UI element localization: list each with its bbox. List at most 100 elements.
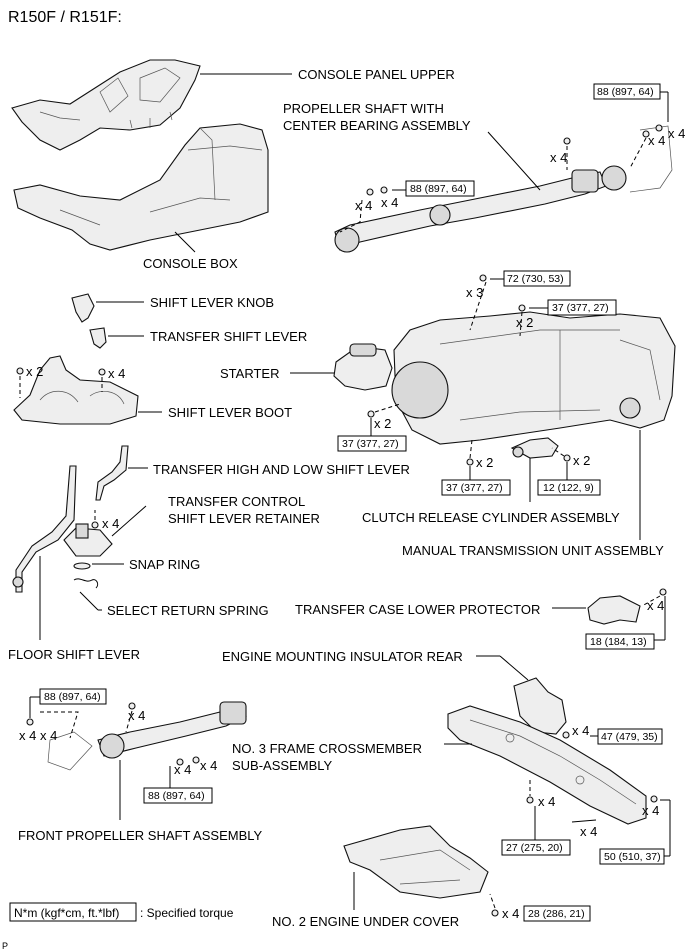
qty-propeller-front-washer: x 4	[381, 195, 398, 210]
torque-insulator: 47 (479, 35)	[601, 731, 658, 743]
legend-units: N*m (kgf*cm, ft.*lbf)	[14, 906, 119, 920]
torque-transmission-top: 72 (730, 53)	[507, 273, 564, 285]
torque-box-front-propeller-right	[143, 787, 213, 804]
nut-icon	[26, 718, 34, 726]
torque-box-transmission-top	[503, 270, 571, 287]
qty-propeller-rear-nut: x 4	[668, 126, 685, 141]
leader-console-box	[174, 231, 196, 253]
torque-crossmember-nut: 50 (510, 37)	[604, 851, 661, 863]
torque-protector: 18 (184, 13)	[590, 636, 647, 648]
label-console-panel-upper: CONSOLE PANEL UPPER	[298, 67, 455, 82]
engine-mounting-insulator-drawing	[513, 677, 567, 735]
qty-front-propeller-nut: x 4	[19, 728, 36, 743]
qty-transmission-top-bolt: x 3	[466, 285, 483, 300]
label-transfer-high-low: TRANSFER HIGH AND LOW SHIFT LEVER	[153, 462, 410, 477]
bolt-icon	[562, 731, 570, 739]
label-frame-crossmember-2: SUB-ASSEMBLY	[232, 758, 333, 773]
qty-boot-right: x 4	[108, 366, 125, 381]
label-shift-lever-knob: SHIFT LEVER KNOB	[150, 295, 274, 310]
washer-icon	[192, 756, 200, 764]
front-propeller-shaft-drawing	[47, 701, 247, 771]
bolt-icon	[479, 274, 487, 282]
qty-clutch-bolt: x 2	[573, 453, 590, 468]
bolt-icon	[98, 368, 106, 376]
bolt-icon	[128, 702, 136, 710]
bolt-icon	[491, 909, 499, 917]
transfer-shift-lever-knob-drawing	[89, 327, 107, 349]
label-floor-shift-lever: FLOOR SHIFT LEVER	[8, 647, 140, 662]
bolt-icon	[367, 410, 375, 418]
qty-retainer-bolt: x 4	[102, 516, 119, 531]
qty-front-propeller-bolt: x 4	[128, 708, 145, 723]
qty-propeller-center-bolt: x 4	[550, 150, 567, 165]
frame-crossmember-drawing	[447, 705, 647, 825]
qty-boot-left: x 2	[26, 364, 43, 379]
torque-box-clutch	[537, 479, 601, 496]
label-engine-under-cover: NO. 2 ENGINE UNDER COVER	[272, 914, 459, 929]
shift-lever-boot-drawing	[13, 355, 139, 425]
torque-crossmember: 27 (275, 20)	[506, 842, 563, 854]
torque-box-starter	[337, 435, 407, 452]
legend-box	[9, 902, 137, 922]
label-shift-lever-boot: SHIFT LEVER BOOT	[168, 405, 292, 420]
torque-transmission-low: 37 (377, 27)	[446, 482, 503, 494]
bolt-icon	[659, 588, 667, 596]
label-starter: STARTER	[220, 366, 279, 381]
leader-propeller-shaft	[487, 131, 541, 191]
qty-crossmember-long-bolt: x 4	[580, 824, 597, 839]
label-transfer-control-2: SHIFT LEVER RETAINER	[168, 511, 320, 526]
qty-propeller-rear-washer: x 4	[648, 133, 665, 148]
label-snap-ring: SNAP RING	[129, 557, 200, 572]
qty-propeller-front-nut: x 4	[355, 198, 372, 213]
legend-description: : Specified torque	[140, 906, 234, 920]
qty-front-propeller-rwasher: x 4	[200, 758, 217, 773]
label-transfer-control-1: TRANSFER CONTROL	[168, 494, 305, 509]
engine-under-cover-drawing	[343, 825, 489, 899]
corner-mark: P	[2, 941, 8, 951]
torque-under-cover: 28 (286, 21)	[528, 908, 585, 920]
propeller-shaft-drawing	[334, 125, 673, 253]
bolt-icon	[563, 454, 571, 462]
shift-lever-knob-drawing	[71, 293, 95, 323]
floor-shift-lever-drawing	[12, 465, 77, 593]
label-clutch-release: CLUTCH RELEASE CYLINDER ASSEMBLY	[362, 510, 620, 525]
qty-crossmember-bolt: x 4	[538, 794, 555, 809]
torque-propeller-rear: 88 (897, 64)	[597, 86, 654, 98]
torque-box-protector	[585, 633, 655, 650]
bolt-icon	[16, 367, 24, 375]
qty-under-cover-bolt: x 4	[502, 906, 519, 921]
torque-box-front-propeller-left	[39, 688, 107, 705]
manual-transmission-drawing	[391, 311, 676, 445]
select-return-spring-drawing	[73, 578, 99, 589]
label-console-box: CONSOLE BOX	[143, 256, 238, 271]
washer-icon	[380, 186, 388, 194]
torque-box-insulator	[597, 728, 663, 745]
label-frame-crossmember-1: NO. 3 FRAME CROSSMEMBER	[232, 741, 422, 756]
bolt-icon	[518, 304, 526, 312]
torque-box-transmission-low	[441, 479, 511, 496]
transfer-case-lower-protector-drawing	[587, 595, 641, 625]
bolt-icon	[91, 521, 99, 529]
torque-box-crossmember-nut	[599, 848, 665, 865]
label-front-propeller: FRONT PROPELLER SHAFT ASSEMBLY	[18, 828, 263, 843]
transfer-control-retainer-drawing	[63, 523, 113, 557]
label-engine-mounting: ENGINE MOUNTING INSULATOR REAR	[222, 649, 463, 664]
washer-icon	[642, 130, 650, 138]
label-manual-transmission: MANUAL TRANSMISSION UNIT ASSEMBLY	[402, 543, 664, 558]
qty-starter-bolt: x 2	[374, 416, 391, 431]
nut-icon	[366, 188, 374, 196]
label-propeller-shaft-1: PROPELLER SHAFT WITH	[283, 101, 444, 116]
qty-insulator-bolt: x 4	[572, 723, 589, 738]
torque-box-crossmember	[501, 839, 571, 856]
torque-clutch: 12 (122, 9)	[543, 482, 594, 494]
console-panel-upper-drawing	[11, 59, 201, 151]
torque-starter: 37 (377, 27)	[342, 438, 399, 450]
starter-drawing	[333, 343, 393, 391]
bolt-icon	[563, 137, 571, 145]
qty-front-propeller-washer: x 4	[40, 728, 57, 743]
nut-icon	[650, 795, 658, 803]
qty-transmission-low-bolt: x 2	[476, 455, 493, 470]
torque-front-propeller-left: 88 (897, 64)	[44, 691, 101, 703]
clutch-release-cylinder-drawing	[510, 437, 559, 459]
